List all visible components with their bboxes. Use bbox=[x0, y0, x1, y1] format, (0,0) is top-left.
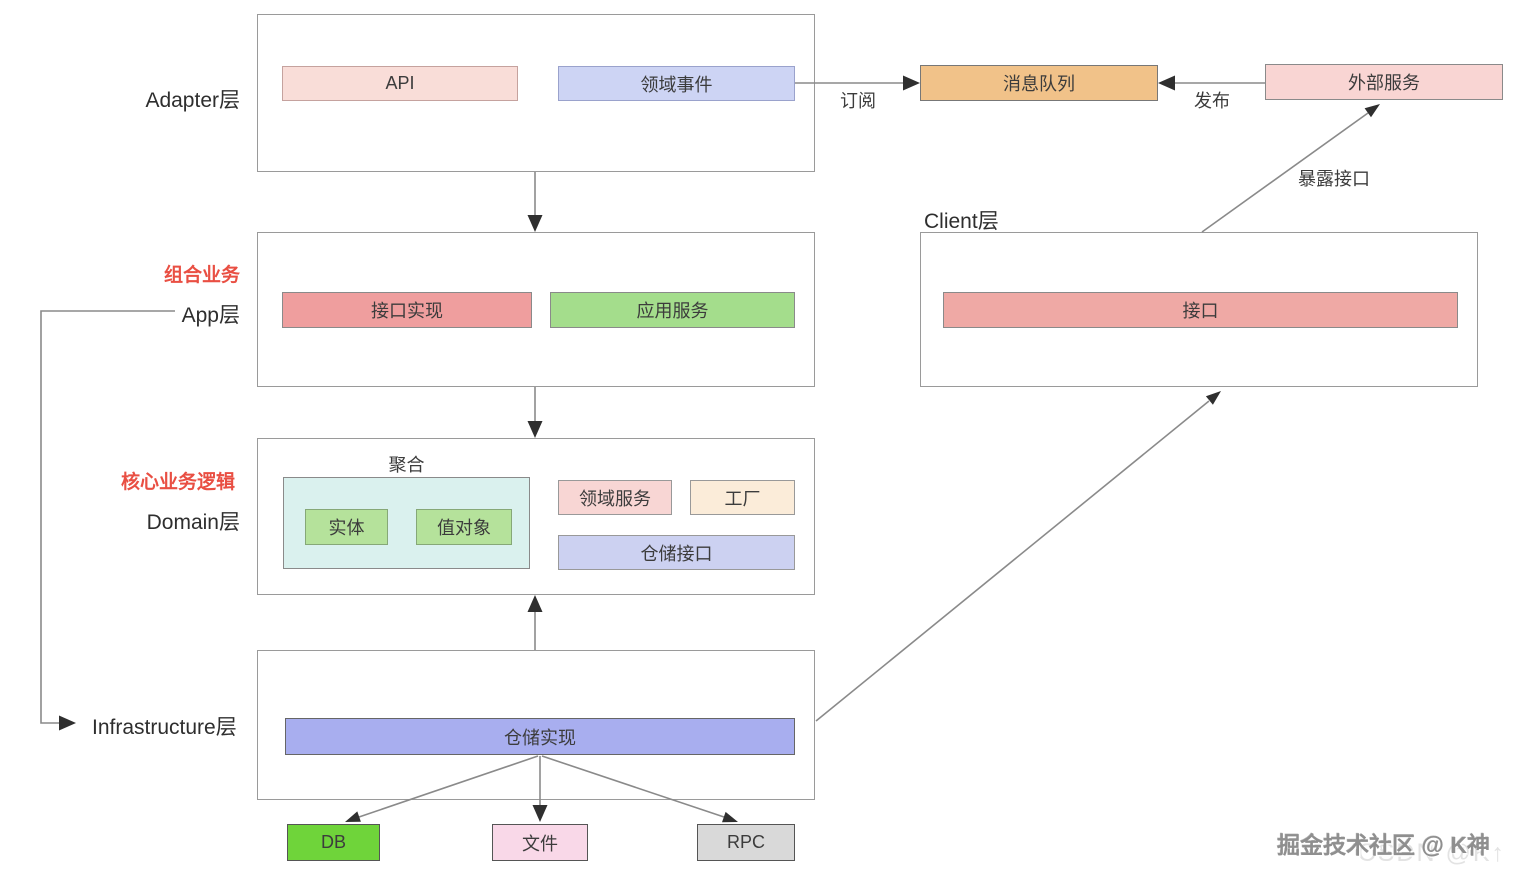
repository-implementation-node: 仓储实现 bbox=[285, 718, 795, 755]
api-node: API bbox=[282, 66, 518, 101]
client-interface-node: 接口 bbox=[943, 292, 1458, 328]
value-object-node: 值对象 bbox=[416, 509, 512, 545]
entity-node: 实体 bbox=[305, 509, 388, 545]
adapter-to-app-arrow bbox=[527, 172, 543, 232]
juejin-watermark: 掘金技术社区 @ K神 bbox=[1277, 832, 1490, 858]
external-service-node: 外部服务 bbox=[1265, 64, 1503, 100]
client-layer-label: Client层 bbox=[924, 210, 999, 233]
adapter-layer-label: Adapter层 bbox=[145, 89, 240, 112]
factory-node: 工厂 bbox=[690, 480, 795, 515]
app-layer-label: App层 bbox=[181, 304, 240, 327]
repository-interface-node: 仓储接口 bbox=[558, 535, 795, 570]
aggregate-label: 聚合 bbox=[388, 455, 425, 475]
infra-to-domain-arrow bbox=[527, 595, 543, 650]
publish-edge-label: 发布 bbox=[1194, 91, 1230, 111]
interface-implementation-node: 接口实现 bbox=[282, 292, 532, 328]
domain-service-node: 领域服务 bbox=[558, 480, 672, 515]
rpc-node: RPC bbox=[697, 824, 795, 861]
infra-to-client-arrow bbox=[815, 391, 1221, 722]
csdn-watermark: CSDN @K↑ bbox=[1357, 839, 1506, 867]
message-queue-node: 消息队列 bbox=[920, 65, 1158, 101]
core-business-logic-annotation: 核心业务逻辑 bbox=[120, 472, 235, 493]
subscribe-edge-label: 订阅 bbox=[840, 91, 876, 111]
app-to-domain-arrow bbox=[527, 387, 543, 438]
infrastructure-layer-label: Infrastructure层 bbox=[92, 716, 237, 739]
expose-interface-edge-label: 暴露接口 bbox=[1298, 169, 1370, 189]
domain-event-node: 领域事件 bbox=[558, 66, 795, 101]
domain-layer-label: Domain层 bbox=[146, 511, 240, 534]
composite-business-annotation: 组合业务 bbox=[163, 265, 240, 286]
application-service-node: 应用服务 bbox=[550, 292, 795, 328]
db-node: DB bbox=[287, 824, 380, 861]
file-node: 文件 bbox=[492, 824, 588, 861]
